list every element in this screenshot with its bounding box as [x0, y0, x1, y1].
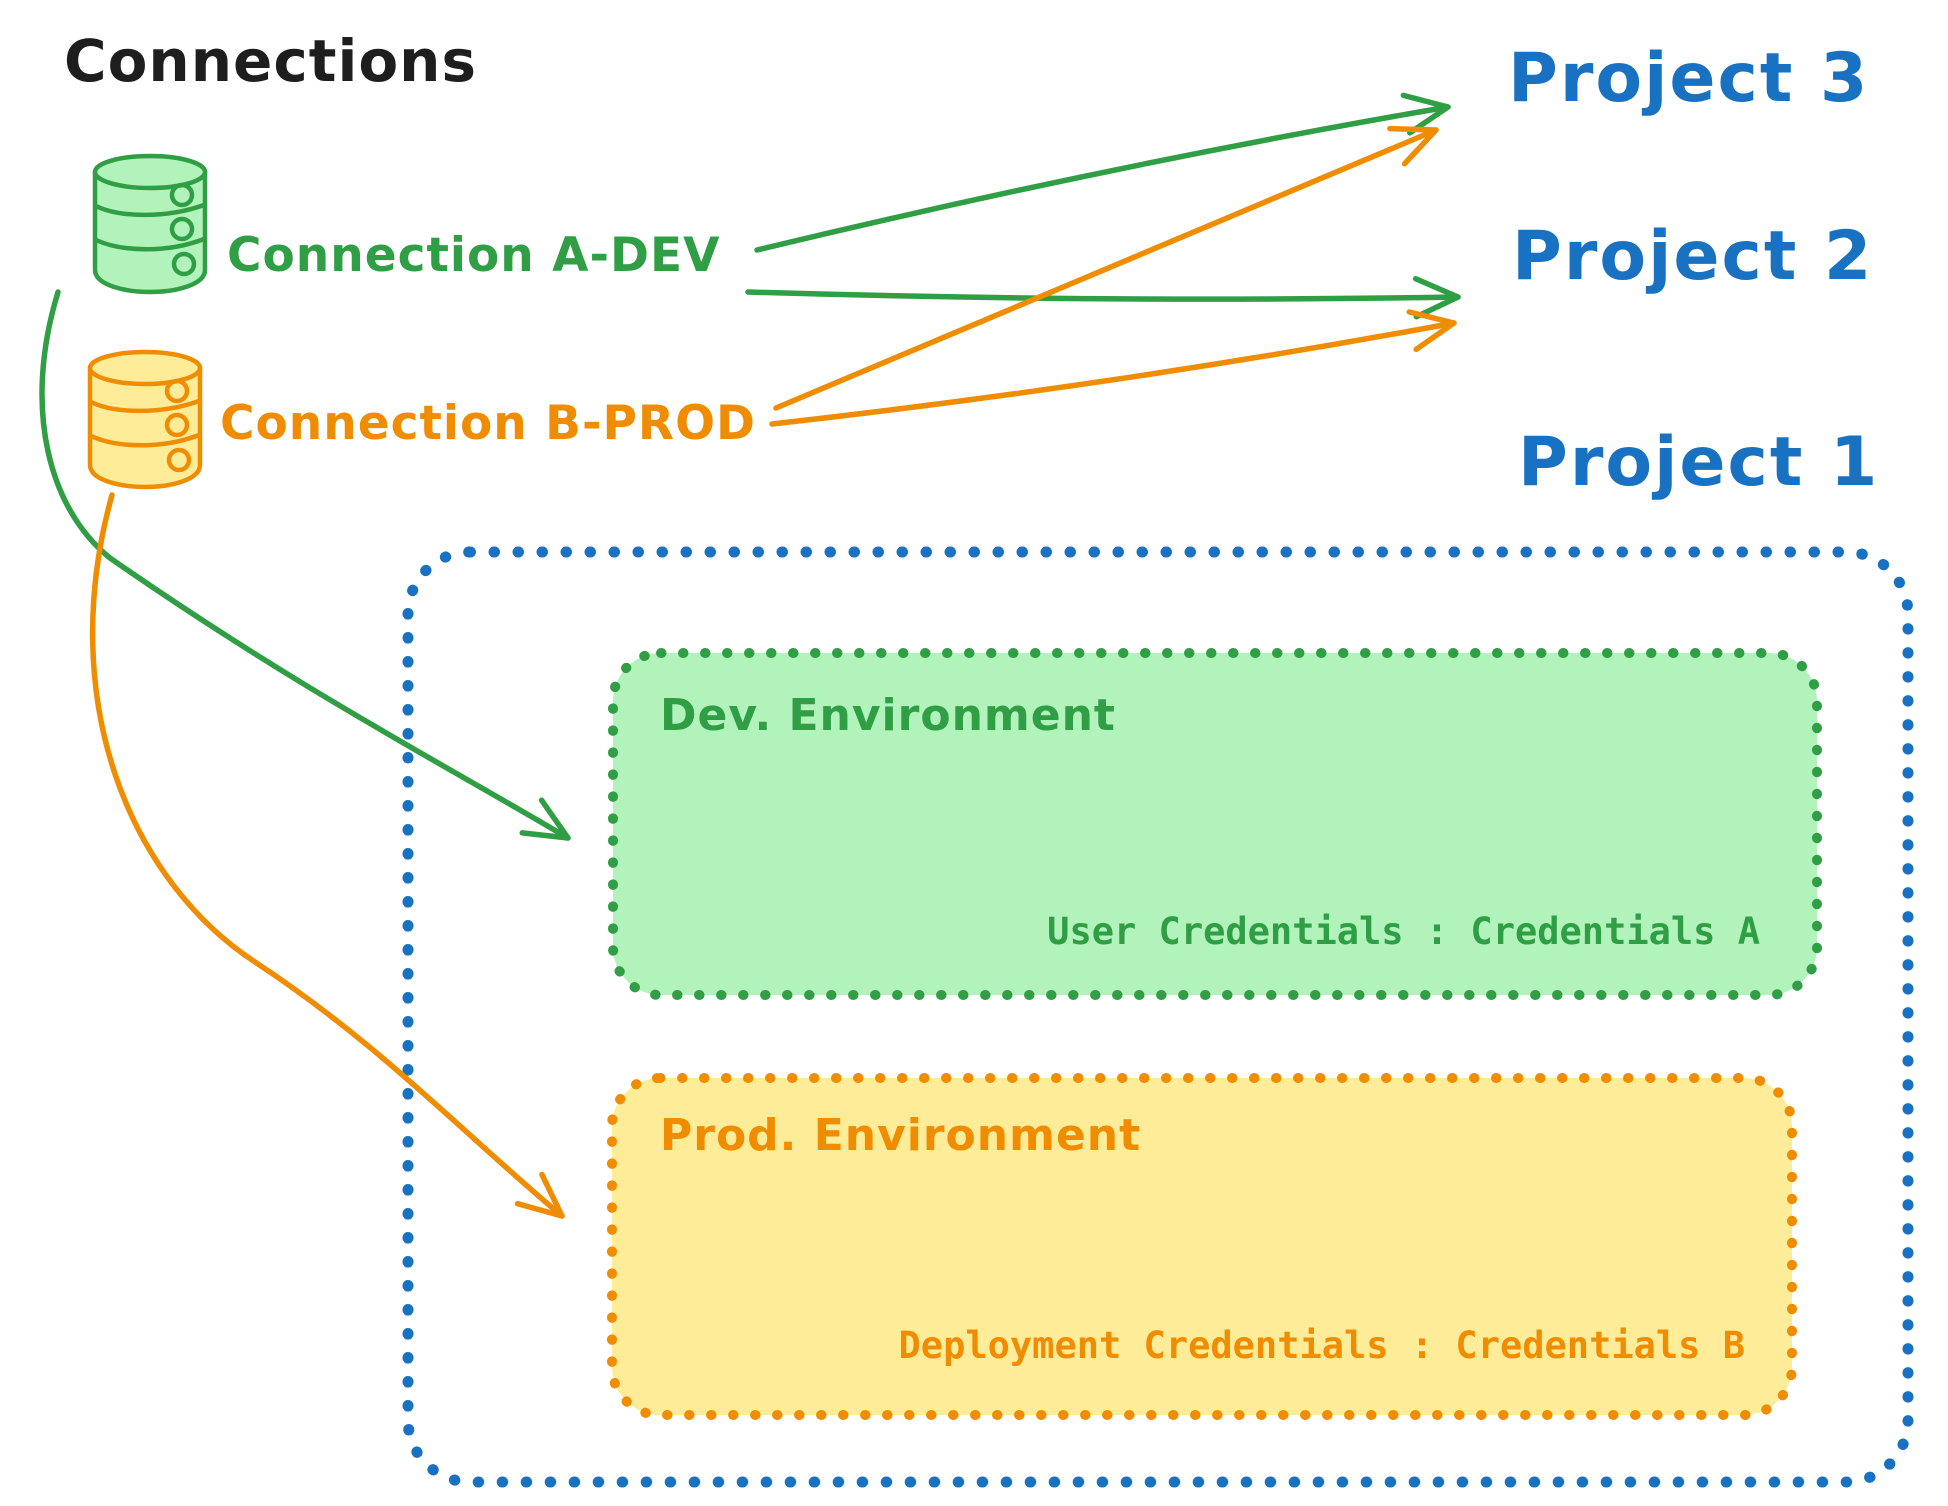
- dev-credentials-text: User Credentials : Credentials A: [1047, 910, 1760, 953]
- arrow-bprod-to-project3: [773, 125, 1439, 411]
- project-3-label: Project 3: [1508, 39, 1870, 118]
- database-icon-prod: [87, 349, 203, 490]
- arrow-bprod-to-prod-environment: [89, 492, 565, 1219]
- dev-environment-box: [608, 648, 1822, 1000]
- project-1-label: Project 1: [1518, 423, 1880, 502]
- arrow-adev-to-project2: [745, 275, 1461, 320]
- arrow-adev-to-dev-environment: [39, 289, 571, 841]
- arrow-bprod-to-project2: [769, 309, 1457, 427]
- dev-environment-heading: Dev. Environment: [660, 690, 1116, 741]
- database-icon-dev: [92, 153, 208, 295]
- prod-credentials-text: Deployment Credentials : Credentials B: [898, 1324, 1745, 1367]
- diagram-title: Connections: [64, 27, 477, 95]
- project-2-label: Project 2: [1512, 217, 1874, 296]
- connection-a-dev-label: Connection A-DEV: [227, 228, 721, 283]
- connection-b-prod-label: Connection B-PROD: [220, 396, 757, 451]
- project1-container-box: [402, 546, 1914, 1488]
- arrow-adev-to-project3: [754, 92, 1451, 253]
- prod-environment-heading: Prod. Environment: [660, 1110, 1142, 1161]
- prod-environment-box: [607, 1073, 1797, 1420]
